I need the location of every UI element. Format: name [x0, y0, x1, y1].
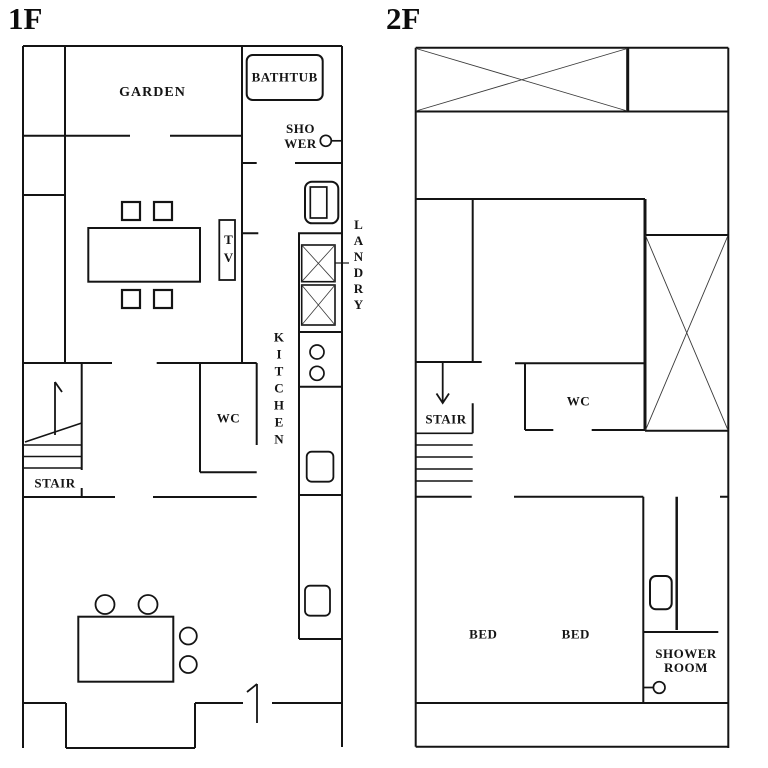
stove-icon [305, 450, 335, 483]
floor1-plan [22, 45, 349, 749]
shower-label: SHO WER [284, 121, 317, 151]
stair-2f-label: STAIR [425, 411, 467, 427]
kitchen-label: KITCHEN [271, 329, 287, 449]
balcony-cross-icon [415, 48, 628, 112]
bathtub-icon [245, 54, 324, 101]
floor1-walls [22, 45, 343, 749]
entry-door-icon [246, 683, 258, 723]
closet-cross-icon [645, 235, 729, 431]
shower-head-icon [319, 134, 342, 148]
bed-left-label: BED [469, 626, 498, 642]
wc-1f-label: WC [216, 410, 241, 426]
floor1-title: 1F [8, 1, 43, 36]
floor2-thick-walls [626, 47, 647, 431]
stair-2f-icon [415, 432, 473, 482]
bathtub-label: BATHTUB [251, 69, 318, 85]
laundry-box-icon [300, 244, 336, 326]
floor2-title: 2F [386, 1, 421, 36]
floor2-plan [414, 46, 730, 748]
shower-room-label: SHOWER ROOM [655, 645, 717, 676]
dining-table-icon [87, 200, 201, 310]
tv-label: TV [220, 232, 236, 268]
floor2-walls [414, 46, 730, 748]
kitchen-sink-icon [304, 584, 331, 617]
stair-1f-label: STAIR [34, 475, 76, 491]
stair-1f-up-arrow-icon [54, 381, 63, 435]
wc-2f-label: WC [566, 393, 591, 409]
landry-label: LANDRY [350, 216, 366, 313]
kitchen-burners-icon [309, 344, 325, 382]
toilet-icon [649, 575, 673, 611]
bed-right-label: BED [561, 626, 590, 642]
garden-label: GARDEN [119, 84, 186, 100]
low-table-icon [77, 594, 198, 683]
stair-2f-down-arrow-icon [435, 363, 450, 405]
shower-room-door-icon [643, 680, 666, 695]
stair-1f-icon [23, 422, 82, 469]
tv-icon [218, 219, 236, 281]
washing-machine-icon [304, 180, 340, 225]
